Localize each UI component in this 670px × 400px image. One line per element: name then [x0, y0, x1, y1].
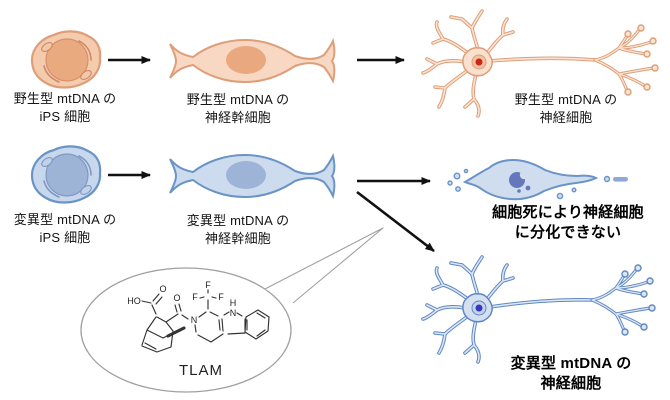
- wildtype-ips-cell: [30, 30, 102, 89]
- arrow-mut-nsc-to-neuron: [356, 190, 435, 253]
- mutant-neuron-nucleus-dot: [475, 304, 483, 312]
- dying-cell: [447, 158, 628, 201]
- atom-o-acid: O: [159, 284, 166, 294]
- atom-f-left: F: [192, 292, 198, 302]
- tlam-atom-labels: HO O O N F F F N H: [127, 280, 236, 325]
- label-line: 神経細胞: [539, 110, 593, 126]
- label-line: 変異型 mtDNA の: [13, 212, 117, 227]
- molecule-name: TLAM: [178, 362, 223, 379]
- tlam-bubble: HO O O N F F F N H: [80, 227, 384, 393]
- atom-n-ring: N: [191, 315, 198, 325]
- atom-ho: HO: [127, 296, 141, 306]
- label-tlam: TLAM: [146, 360, 256, 381]
- wildtype-neuron: [421, 9, 660, 118]
- label-line: に分化できない: [514, 223, 622, 241]
- label-line: 野生型 mtDNA の: [514, 92, 618, 107]
- mutant-neural-stem-cell: [169, 153, 336, 199]
- atom-f-right: F: [218, 292, 224, 302]
- label-line: 神経細胞: [540, 374, 602, 392]
- label-line: iPS 細胞: [39, 230, 91, 246]
- label-mutant-neuron: 変異型 mtDNA の 神経細胞: [502, 354, 640, 394]
- label-wildtype-ips: 野生型 mtDNA の iPS 細胞: [1, 90, 129, 127]
- atom-nh-n: N: [230, 308, 237, 318]
- label-mutant-ips: 変異型 mtDNA の iPS 細胞: [1, 211, 129, 248]
- label-line: 神経幹細胞: [204, 110, 271, 126]
- label-cell-death: 細胞死により神経細胞 に分化できない: [484, 203, 652, 243]
- mutant-neuron: [421, 255, 657, 364]
- label-wildtype-neuron: 野生型 mtDNA の 神経細胞: [502, 91, 630, 128]
- label-line: 神経幹細胞: [204, 231, 271, 247]
- wildtype-neuron-nucleus-dot: [475, 58, 483, 66]
- label-line: 野生型 mtDNA の: [13, 91, 117, 106]
- flow-arrows: [108, 56, 435, 253]
- label-line: 野生型 mtDNA の: [186, 92, 290, 107]
- apoptotic-blebs: [447, 168, 628, 200]
- label-line: 変異型 mtDNA の: [186, 213, 290, 228]
- label-mutant-nsc: 変異型 mtDNA の 神経幹細胞: [174, 212, 302, 249]
- label-wildtype-nsc: 野生型 mtDNA の 神経幹細胞: [174, 91, 302, 128]
- atom-f-top: F: [205, 280, 211, 290]
- tlam-molecule: [141, 289, 270, 353]
- label-line: 細胞死により神経細胞: [492, 204, 644, 221]
- label-line: 変異型 mtDNA の: [510, 355, 632, 372]
- atom-o-amide: O: [173, 293, 180, 303]
- bubble-tail: [264, 227, 384, 304]
- mutant-ips-cell: [30, 145, 102, 204]
- label-line: iPS 細胞: [39, 109, 91, 125]
- atom-nh-h: H: [230, 298, 237, 308]
- wildtype-neural-stem-cell: [169, 38, 336, 84]
